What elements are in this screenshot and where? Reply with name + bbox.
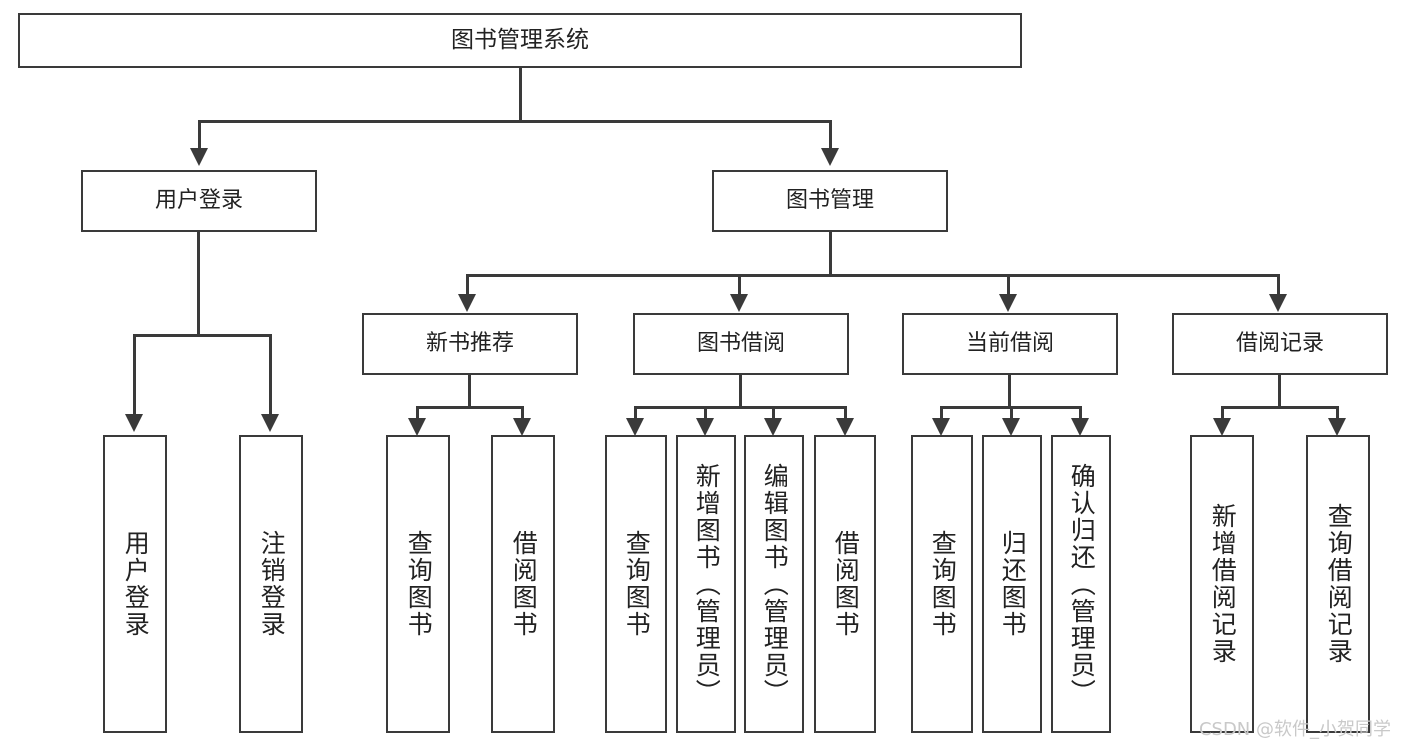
leaf-borrow-query-books[interactable]: 查询图书 <box>605 435 667 733</box>
leaf-current-query-books[interactable]: 查询图书 <box>911 435 973 733</box>
arrow-book-borrow-leaf-4 <box>836 418 854 436</box>
connector-book-manage-child-2 <box>738 274 741 296</box>
leaf-borrow-borrow-books[interactable]: 借阅图书 <box>814 435 876 733</box>
node-book-management[interactable]: 图书管理 <box>712 170 948 232</box>
node-label: 当前借阅 <box>965 331 1054 357</box>
connector-current-borrow-stem <box>1008 375 1011 409</box>
leaf-label: 查询借阅记录 <box>1324 503 1354 665</box>
arrow-current-borrow-leaf-3 <box>1071 418 1089 436</box>
arrow-book-borrow-leaf-2 <box>696 418 714 436</box>
leaf-current-return-books[interactable]: 归还图书 <box>982 435 1042 733</box>
arrow-book-borrow-leaf-1 <box>626 418 644 436</box>
arrow-book-borrow-leaf-3 <box>764 418 782 436</box>
arrow-new-book-leaf-1 <box>408 418 426 436</box>
connector-book-borrow-stem <box>739 375 742 409</box>
connector-book-manage-child-3 <box>1007 274 1010 296</box>
node-label: 图书借阅 <box>696 331 785 357</box>
leaf-record-query-borrow-record[interactable]: 查询借阅记录 <box>1306 435 1370 733</box>
connector-current-borrow-leaf-3 <box>1079 406 1082 420</box>
arrow-root-to-user-login <box>190 148 208 166</box>
node-label: 新书推荐 <box>425 331 514 357</box>
connector-book-borrow-bus <box>634 406 847 409</box>
arrow-current-borrow-leaf-2 <box>1002 418 1020 436</box>
connector-book-borrow-leaf-2 <box>704 406 707 420</box>
leaf-label: 归还图书 <box>998 530 1028 638</box>
connector-borrow-record-bus <box>1221 406 1339 409</box>
connector-root-bus <box>198 120 832 123</box>
connector-book-borrow-leaf-1 <box>634 406 637 420</box>
leaf-new-book-query-books[interactable]: 查询图书 <box>386 435 450 733</box>
node-new-book-recommend[interactable]: 新书推荐 <box>362 313 578 375</box>
connector-new-book-leaf-2 <box>521 406 524 420</box>
leaf-label: 用户登录 <box>121 530 151 638</box>
leaf-label: 编辑图书（管理员） <box>760 462 790 706</box>
connector-book-manage-bus <box>466 274 1280 277</box>
arrow-user-login-child-2 <box>261 414 279 432</box>
node-label: 图书管理系统 <box>451 27 589 54</box>
connector-user-login-child-2 <box>269 334 272 416</box>
arrow-book-manage-child-1 <box>458 294 476 312</box>
connector-book-borrow-leaf-4 <box>844 406 847 420</box>
leaf-label: 借阅图书 <box>831 530 861 638</box>
leaf-label: 新增图书（管理员） <box>692 462 722 706</box>
leaf-label: 查询图书 <box>928 530 958 638</box>
arrow-book-manage-child-3 <box>999 294 1017 312</box>
arrow-user-login-child-1 <box>125 414 143 432</box>
leaf-borrow-edit-book-admin[interactable]: 编辑图书（管理员） <box>744 435 804 733</box>
connector-current-borrow-leaf-1 <box>940 406 943 420</box>
node-label: 用户登录 <box>154 188 243 214</box>
csdn-watermark: CSDN @软件_小贺同学 <box>1198 719 1391 740</box>
connector-new-book-bus <box>416 406 524 409</box>
leaf-label: 注销登录 <box>257 530 287 638</box>
arrow-borrow-record-leaf-2 <box>1328 418 1346 436</box>
node-borrow-record[interactable]: 借阅记录 <box>1172 313 1388 375</box>
connector-new-book-stem <box>468 375 471 409</box>
connector-book-manage-child-4 <box>1277 274 1280 296</box>
connector-user-login-stem <box>197 232 200 336</box>
connector-borrow-record-leaf-1 <box>1221 406 1224 420</box>
leaf-record-add-borrow-record[interactable]: 新增借阅记录 <box>1190 435 1254 733</box>
leaf-new-book-borrow-books[interactable]: 借阅图书 <box>491 435 555 733</box>
connector-book-borrow-leaf-3 <box>772 406 775 420</box>
leaf-logout[interactable]: 注销登录 <box>239 435 303 733</box>
leaf-label: 查询图书 <box>404 530 434 638</box>
arrow-new-book-leaf-2 <box>513 418 531 436</box>
arrow-root-to-book-manage <box>821 148 839 166</box>
connector-root-stem <box>519 68 522 122</box>
connector-user-login-child-1 <box>133 334 136 416</box>
leaf-label: 确认归还（管理员） <box>1067 462 1097 706</box>
node-label: 图书管理 <box>785 188 874 214</box>
node-user-login[interactable]: 用户登录 <box>81 170 317 232</box>
node-book-borrow[interactable]: 图书借阅 <box>633 313 849 375</box>
connector-new-book-leaf-1 <box>416 406 419 420</box>
connector-borrow-record-leaf-2 <box>1336 406 1339 420</box>
connector-book-manage-child-1 <box>466 274 469 296</box>
arrow-current-borrow-leaf-1 <box>932 418 950 436</box>
connector-book-manage-stem <box>829 232 832 276</box>
arrow-borrow-record-leaf-1 <box>1213 418 1231 436</box>
leaf-current-confirm-return-admin[interactable]: 确认归还（管理员） <box>1051 435 1111 733</box>
node-current-borrow[interactable]: 当前借阅 <box>902 313 1118 375</box>
node-root-system[interactable]: 图书管理系统 <box>18 13 1022 68</box>
leaf-label: 借阅图书 <box>509 530 539 638</box>
connector-borrow-record-stem <box>1278 375 1281 409</box>
leaf-label: 新增借阅记录 <box>1208 503 1238 665</box>
arrow-book-manage-child-2 <box>730 294 748 312</box>
connector-user-login-bus <box>133 334 272 337</box>
leaf-user-login[interactable]: 用户登录 <box>103 435 167 733</box>
node-label: 借阅记录 <box>1235 331 1324 357</box>
connector-root-to-book-manage <box>829 120 832 150</box>
arrow-book-manage-child-4 <box>1269 294 1287 312</box>
connector-current-borrow-leaf-2 <box>1010 406 1013 420</box>
leaf-label: 查询图书 <box>622 530 652 638</box>
leaf-borrow-add-book-admin[interactable]: 新增图书（管理员） <box>676 435 736 733</box>
connector-root-to-user-login <box>198 120 201 150</box>
